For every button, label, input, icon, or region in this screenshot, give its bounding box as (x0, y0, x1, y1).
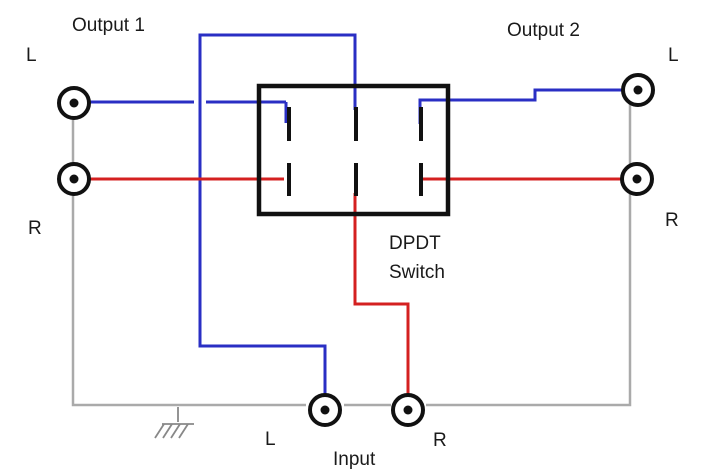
output1-left-label: L (26, 45, 37, 66)
right-channel-wires (88, 177, 623, 402)
jack-connector-icon (621, 73, 655, 107)
output2-left-label: L (668, 45, 679, 66)
jack-connector-icon (57, 86, 91, 120)
input-left-label: L (265, 429, 276, 450)
switch-label-line2: Switch (389, 262, 445, 283)
wire-output2-l (418, 88, 624, 124)
jack-connector-icon (57, 162, 91, 196)
jack-connector-icon (308, 393, 342, 427)
switch-label-line1: DPDT (389, 233, 441, 254)
ground-wire-output1 (71, 103, 306, 407)
jack-connector-icon (620, 162, 654, 196)
jacks (57, 73, 655, 427)
input-right-label: R (433, 430, 447, 451)
ground-symbol-icon (154, 407, 194, 439)
output2-label: Output 2 (507, 20, 580, 41)
switch-contacts (287, 107, 423, 196)
input-label: Input (333, 449, 376, 470)
output2-right-label: R (665, 210, 679, 231)
ground-wire-output2 (426, 92, 632, 407)
jack-connector-icon (391, 393, 425, 427)
wire-input-l-to-switch-common (198, 33, 357, 403)
output1-label: Output 1 (72, 15, 145, 36)
wire-input-r-to-switch-common (353, 193, 410, 402)
output1-right-label: R (28, 218, 42, 239)
dpdt-switch-body (256, 83, 451, 217)
ground-wires (71, 92, 632, 407)
